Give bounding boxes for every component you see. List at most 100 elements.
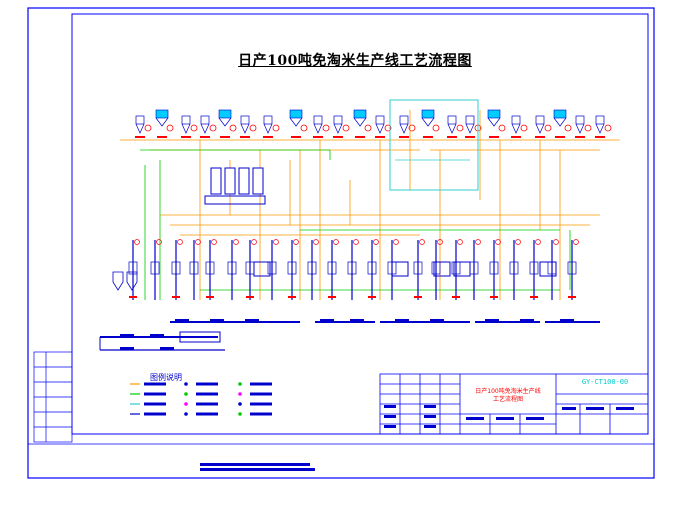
- machine-box: [489, 261, 499, 275]
- tag-label: [220, 136, 230, 138]
- cyclone-icon: [200, 115, 217, 138]
- cyclone-body: [181, 115, 191, 125]
- motor-icon: [553, 239, 559, 245]
- conveyor-labels: [120, 319, 574, 350]
- cyclone-cone: [511, 123, 521, 134]
- legend-text-mark: [196, 402, 218, 406]
- drawing-name-line2: 工艺流程图: [492, 396, 523, 403]
- machine-box: [327, 261, 337, 275]
- process-network: [112, 99, 620, 300]
- tag-label: [423, 136, 433, 138]
- machine-box: [128, 261, 138, 275]
- motor-icon: [233, 239, 239, 245]
- motor-icon: [273, 239, 279, 245]
- cyclone-icon: [181, 115, 198, 138]
- cyclone-cone: [399, 123, 409, 134]
- fan-icon: [520, 124, 528, 132]
- cyclone-body: [595, 115, 605, 125]
- cyclone-body: [447, 115, 457, 125]
- title-block: [379, 373, 649, 435]
- tag-label: [452, 296, 460, 298]
- top-equipment-row: [135, 109, 612, 138]
- cyclone-icon: [353, 109, 372, 138]
- fan-icon: [144, 124, 152, 132]
- tag-label: [240, 136, 250, 138]
- cyclone-body: [465, 115, 475, 125]
- machine-box: [509, 261, 519, 275]
- cyclone-cone: [535, 123, 545, 134]
- motor-icon: [419, 239, 425, 245]
- hopper-cone: [218, 117, 232, 127]
- legend-symbol: [184, 402, 188, 406]
- cyclone-body: [263, 115, 273, 125]
- hopper-cone: [487, 117, 501, 127]
- legend-symbol: [238, 402, 242, 406]
- bottom-notes: [200, 463, 315, 471]
- motor-icon: [437, 239, 443, 245]
- side-table: [33, 351, 73, 443]
- tag-label: [535, 136, 545, 138]
- cyclone-cone: [240, 123, 250, 134]
- cyclone-cone: [181, 123, 191, 134]
- hopper-cone: [289, 117, 303, 127]
- legend-text-mark: [250, 412, 272, 416]
- sifter-column: [210, 167, 222, 195]
- machine-box: [367, 261, 377, 275]
- hopper-cone: [353, 117, 367, 127]
- fan-icon: [300, 124, 308, 132]
- tag-label: [288, 296, 296, 298]
- legend-symbol: [238, 412, 242, 416]
- cyclone-icon: [313, 115, 330, 138]
- fan-icon: [584, 124, 592, 132]
- fan-icon: [432, 124, 440, 132]
- fan-icon: [190, 124, 198, 132]
- cyclone-icon: [289, 109, 308, 138]
- cyclone-body: [511, 115, 521, 125]
- tag-label: [447, 136, 457, 138]
- machine-box: [287, 261, 297, 275]
- cyclone-icon: [465, 115, 482, 138]
- cyclone-cone: [595, 123, 605, 134]
- fan-icon: [408, 124, 416, 132]
- motor-icon: [573, 239, 579, 245]
- fan-icon: [249, 124, 257, 132]
- cyclone-cone: [465, 123, 475, 134]
- tag-label: [157, 136, 167, 138]
- hopper-cone: [421, 117, 435, 127]
- tag-label: [328, 296, 336, 298]
- legend-text-mark: [250, 402, 272, 406]
- motor-icon: [535, 239, 541, 245]
- storage-bin: [126, 271, 138, 291]
- cyclone-icon: [575, 115, 592, 138]
- tag-label: [368, 296, 376, 298]
- cyclone-cone: [200, 123, 210, 134]
- fan-icon: [384, 124, 392, 132]
- cyclone-cone: [447, 123, 457, 134]
- polisher-machine: [253, 261, 271, 277]
- drawing-name-line1: 日产100吨免淘米生产线: [475, 388, 541, 395]
- tag-label: [530, 296, 538, 298]
- machine-box: [150, 261, 160, 275]
- legend-text-mark: [196, 382, 218, 386]
- tag-label: [595, 136, 605, 138]
- fan-icon: [564, 124, 572, 132]
- cyclone-icon: [447, 115, 464, 138]
- cyclone-body: [399, 115, 409, 125]
- motor-icon: [353, 239, 359, 245]
- cyclone-cone: [575, 123, 585, 134]
- tag-label: [399, 136, 409, 138]
- fan-icon: [209, 124, 217, 132]
- machine-box: [567, 261, 577, 275]
- fan-icon: [364, 124, 372, 132]
- tag-label: [375, 136, 385, 138]
- polisher-machine: [433, 261, 451, 277]
- legend-text-mark: [144, 392, 166, 396]
- tag-label: [355, 136, 365, 138]
- cyclone-body: [313, 115, 323, 125]
- conveyor-lines: [99, 321, 600, 351]
- tag-label: [568, 296, 576, 298]
- cyclone-body: [535, 115, 545, 125]
- tag-label: [414, 296, 422, 298]
